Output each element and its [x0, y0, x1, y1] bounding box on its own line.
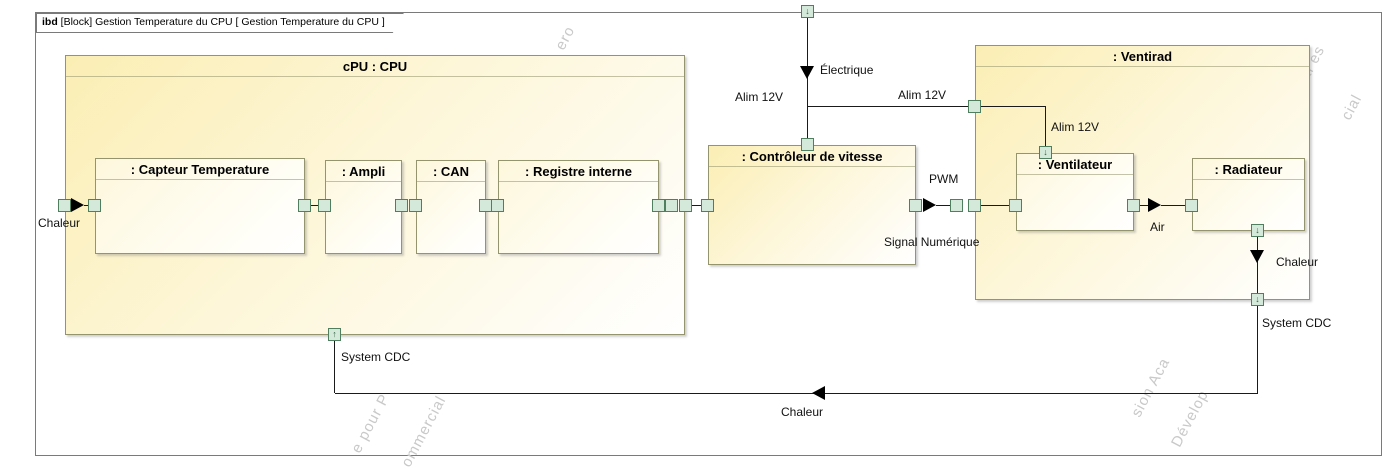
port-cpu-right[interactable] — [679, 199, 692, 212]
block-registre-interne[interactable]: : Registre interne — [498, 160, 659, 254]
port-cpu-left[interactable] — [58, 199, 71, 212]
block-ventilateur[interactable]: : Ventilateur — [1016, 153, 1134, 231]
connector-segment — [692, 205, 702, 206]
port-ventilateur-right[interactable] — [1127, 199, 1140, 212]
label-chaleur-return: Chaleur — [781, 405, 824, 419]
connector-segment — [1161, 205, 1186, 206]
label-alim-12v-left: Alim 12V — [735, 90, 784, 104]
port-radiateur-left[interactable] — [1185, 199, 1198, 212]
port-radiateur-bottom-flow[interactable] — [1251, 224, 1264, 237]
port-frame-top-flow[interactable] — [801, 5, 814, 18]
label-alim-12v-inner: Alim 12V — [1051, 120, 1100, 134]
connector-segment — [1045, 106, 1046, 147]
port-ampli-right[interactable] — [395, 199, 408, 212]
label-signal-numerique: Signal Numérique — [884, 235, 980, 249]
connector-segment — [84, 205, 89, 206]
label-system-cdc-left: System CDC — [341, 350, 411, 364]
port-cpu-right-inner[interactable] — [665, 199, 678, 212]
connector-segment — [981, 106, 1046, 107]
block-ventirad-title: : Ventirad — [976, 46, 1309, 67]
connector-segment — [807, 106, 969, 107]
label-air: Air — [1150, 220, 1165, 234]
diagram-frame-tab: ibd [Block] Gestion Temperature du CPU [… — [36, 13, 404, 33]
port-registre-left[interactable] — [491, 199, 504, 212]
block-radiateur[interactable]: : Radiateur — [1192, 158, 1305, 231]
block-cpu-title: cPU : CPU — [66, 56, 684, 77]
port-cpu-bottom-flow[interactable] — [328, 328, 341, 341]
diagram-title: [Block] Gestion Temperature du CPU [ Ges… — [60, 16, 385, 28]
label-chaleur-in: Chaleur — [38, 216, 81, 230]
port-controleur-right[interactable] — [909, 199, 922, 212]
label-alim-12v-mid: Alim 12V — [898, 88, 947, 102]
label-system-cdc-right: System CDC — [1262, 316, 1332, 330]
connector-segment — [1257, 237, 1258, 294]
port-registre-right[interactable] — [652, 199, 665, 212]
arrow-down-icon — [1250, 250, 1264, 263]
connector-segment — [1140, 205, 1149, 206]
diagram-keyword: ibd — [42, 16, 58, 28]
port-controleur-top[interactable] — [801, 138, 814, 151]
port-ventirad-left-alim[interactable] — [968, 100, 981, 113]
block-capteur-title: : Capteur Temperature — [96, 159, 304, 180]
connector-segment — [981, 205, 1010, 206]
label-electrique: Électrique — [820, 63, 874, 77]
block-ampli[interactable]: : Ampli — [325, 160, 402, 254]
port-signal-mid[interactable] — [950, 199, 963, 212]
port-ventilateur-left[interactable] — [1009, 199, 1022, 212]
port-can-left[interactable] — [409, 199, 422, 212]
arrow-right-icon — [923, 198, 936, 212]
port-ventirad-bottom-flow[interactable] — [1251, 293, 1264, 306]
port-ampli-left[interactable] — [318, 199, 331, 212]
block-capteur-temperature[interactable]: : Capteur Temperature — [95, 158, 305, 254]
block-ventilateur-title: : Ventilateur — [1017, 154, 1133, 175]
block-radiateur-title: : Radiateur — [1193, 159, 1304, 180]
block-controleur-title: : Contrôleur de vitesse — [709, 146, 915, 167]
connector-segment — [1257, 306, 1258, 393]
arrow-right-icon — [71, 198, 84, 212]
connector-segment — [334, 341, 335, 393]
block-can[interactable]: : CAN — [416, 160, 486, 254]
connector-segment — [335, 393, 1258, 394]
block-can-title: : CAN — [417, 161, 485, 182]
arrow-left-icon — [812, 386, 825, 400]
port-capteur-left[interactable] — [88, 199, 101, 212]
port-controleur-left[interactable] — [701, 199, 714, 212]
connector-segment — [311, 205, 319, 206]
block-ampli-title: : Ampli — [326, 161, 401, 182]
label-pwm: PWM — [929, 172, 959, 186]
block-registre-title: : Registre interne — [499, 161, 658, 182]
port-ventirad-left-signal[interactable] — [968, 199, 981, 212]
port-capteur-right[interactable] — [298, 199, 311, 212]
arrow-right-icon — [1148, 198, 1161, 212]
label-chaleur-out: Chaleur — [1276, 255, 1319, 269]
connector-segment — [936, 205, 951, 206]
port-ventilateur-top-flow[interactable] — [1039, 146, 1052, 159]
arrow-down-icon — [800, 66, 814, 79]
